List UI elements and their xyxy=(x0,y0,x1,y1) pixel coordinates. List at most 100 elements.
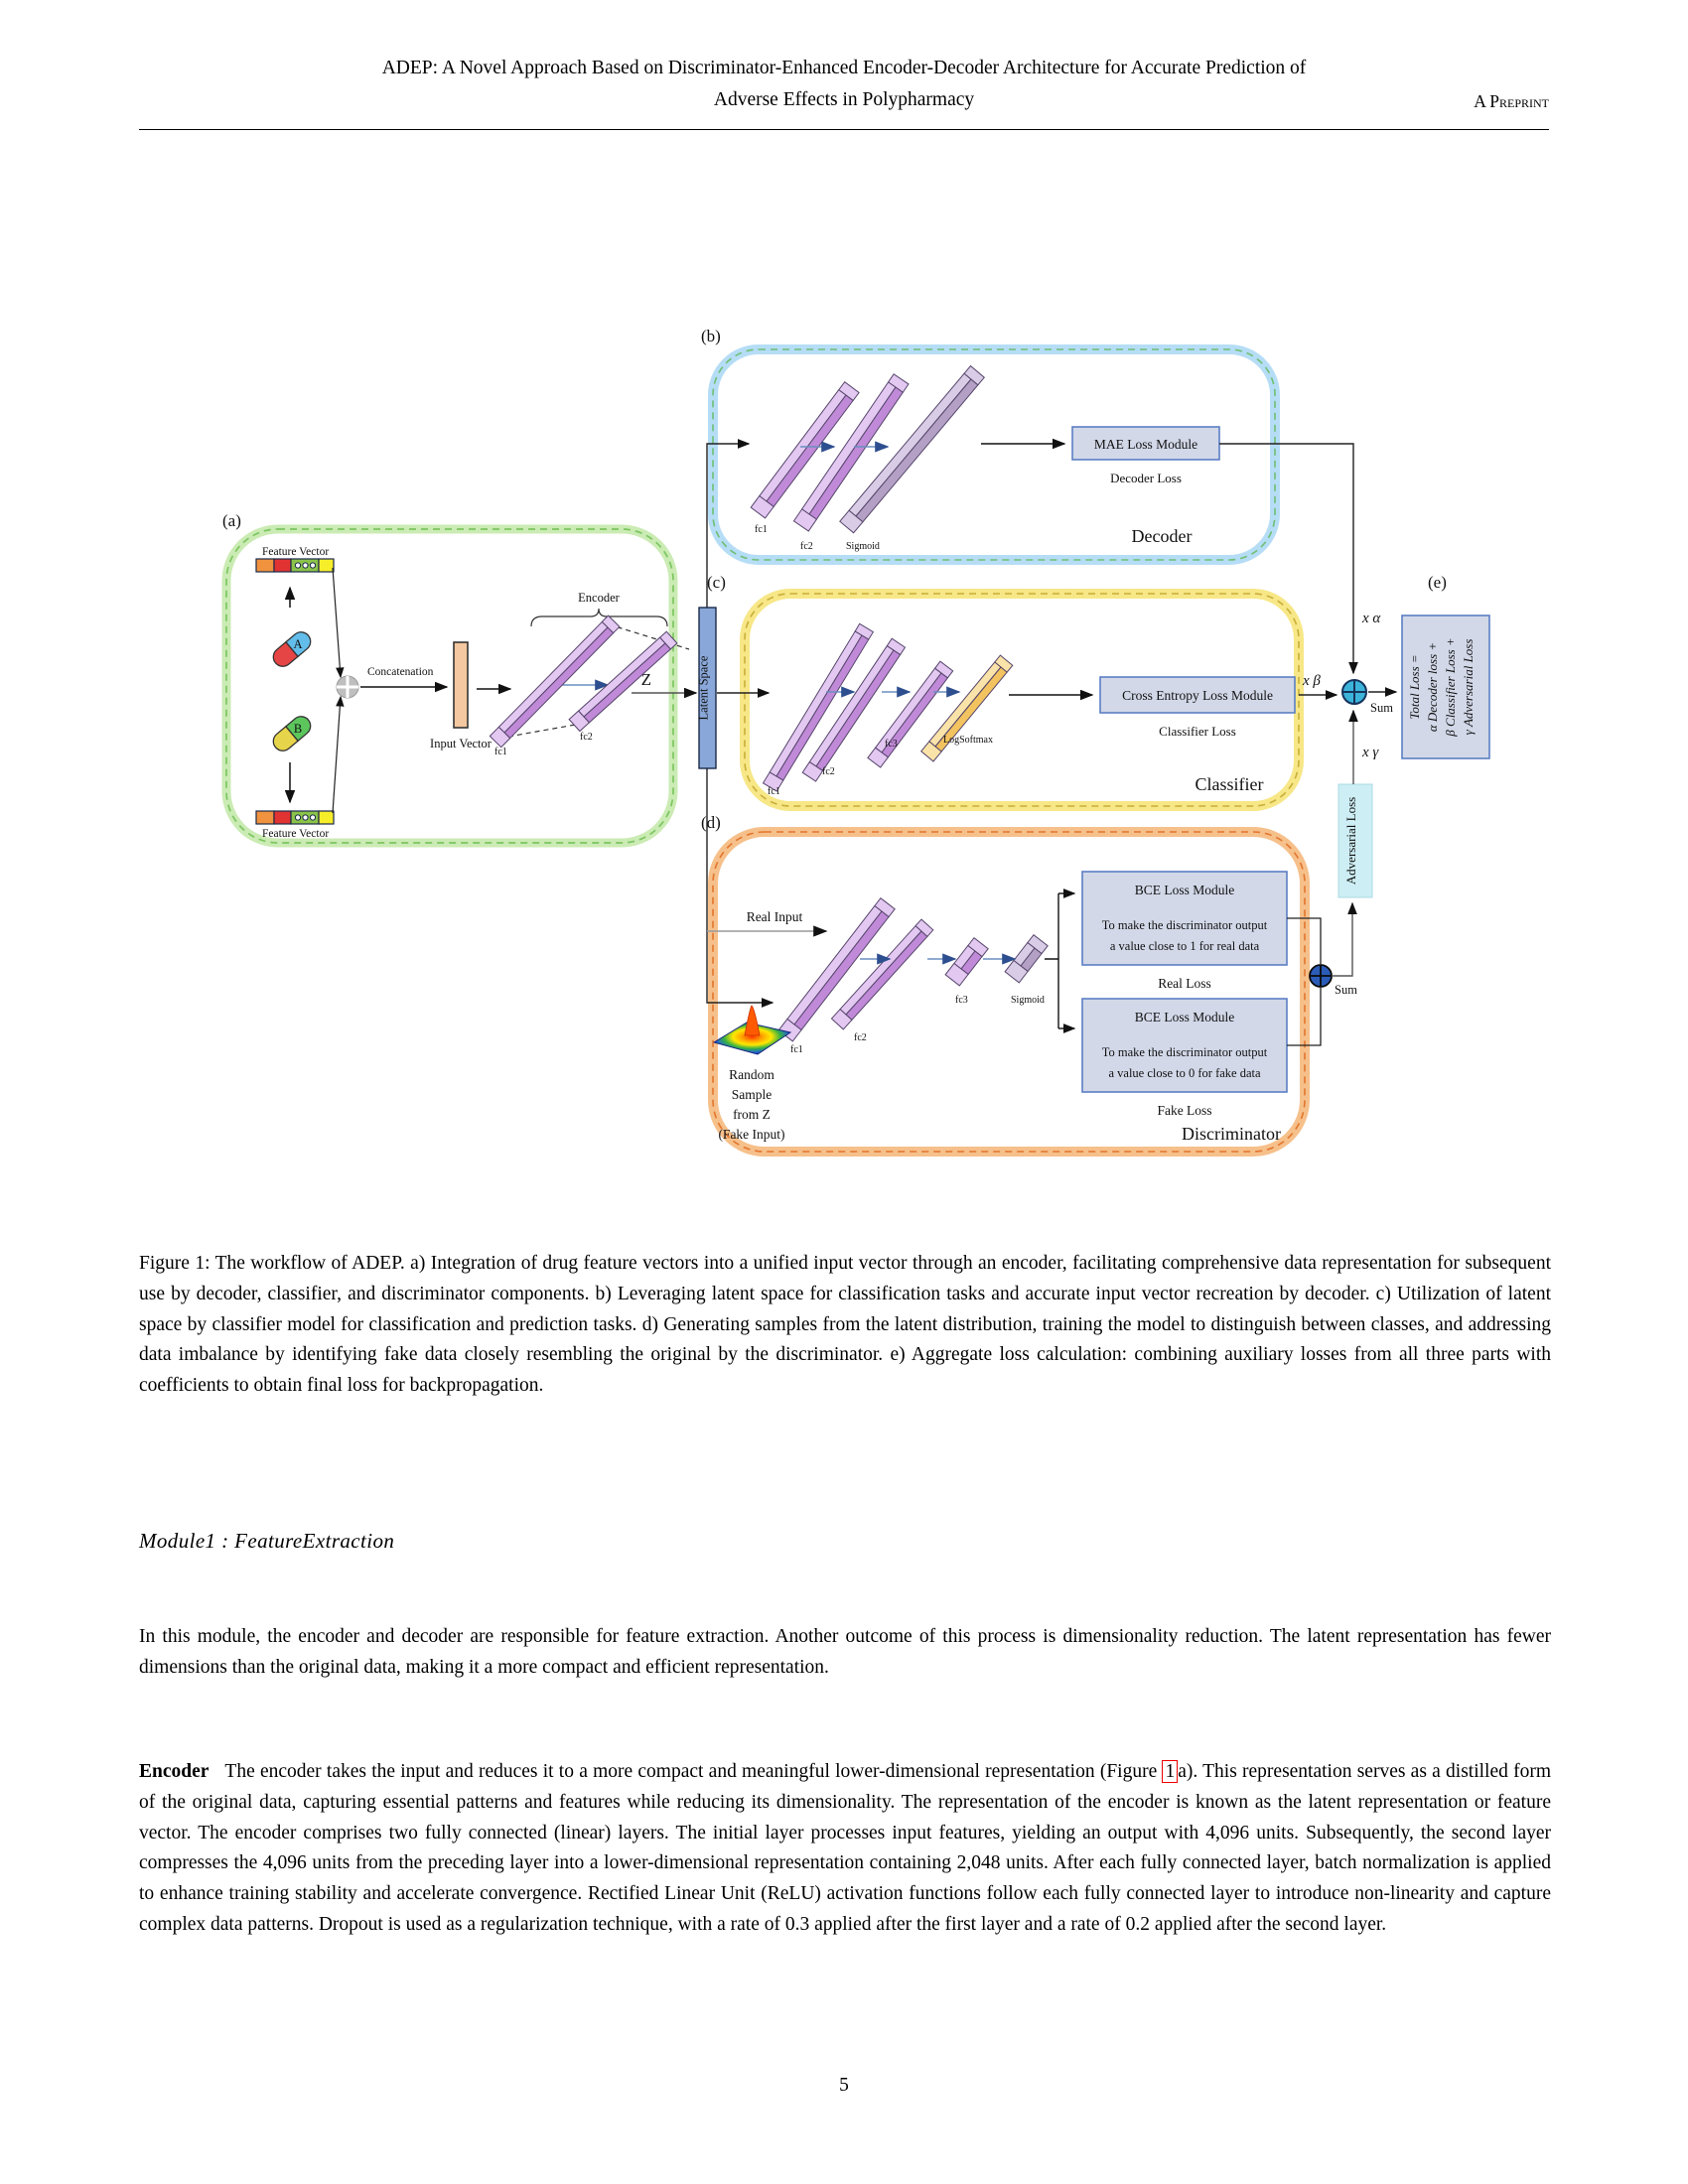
cross-entropy-loss-module-label: Cross Entropy Loss Module xyxy=(1122,688,1273,703)
nn-layer-bar xyxy=(1027,933,1049,955)
feature-vector-top-bar xyxy=(255,558,335,573)
nn-layer-bar xyxy=(489,726,511,749)
encoder-brace xyxy=(530,608,668,627)
random-sample-line1: Random xyxy=(729,1067,774,1082)
header-rule xyxy=(139,129,1549,130)
bce2-line1: To make the discriminator output xyxy=(1102,1045,1268,1059)
total-loss-line4: γ Adversarial Loss xyxy=(1461,639,1476,736)
panel-b-box xyxy=(708,344,1280,565)
decoder-title: Decoder xyxy=(1132,526,1193,546)
discriminator-fc2-label: fc2 xyxy=(854,1032,867,1043)
nn-layer-bar xyxy=(762,771,784,792)
panel-c-box xyxy=(740,589,1304,811)
nn-layer-bar xyxy=(750,494,774,519)
panel-c-label: (c) xyxy=(707,573,726,592)
bce1-to-sum2-line xyxy=(1287,917,1322,964)
nn-layer-bar xyxy=(583,642,672,724)
random-sample-line4: (Fake Input) xyxy=(718,1127,784,1142)
module-1-paragraph: In this module, the encoder and decoder … xyxy=(139,1626,1551,1678)
bce2-to-sum2-line xyxy=(1287,988,1322,1046)
bce-loss-module-real-box xyxy=(1081,871,1288,966)
discriminator-fc3-label: fc3 xyxy=(955,995,968,1006)
nn-layer-bar xyxy=(944,962,969,987)
nn-layer-bar xyxy=(777,1018,802,1042)
random-sample-gaussian-icon xyxy=(712,1005,792,1055)
decoder-loss-label: Decoder Loss xyxy=(1110,471,1182,485)
top-vector-to-concat-line xyxy=(332,567,345,679)
sum1-node xyxy=(1341,679,1367,705)
classifier-fc1-label: fc1 xyxy=(768,786,780,797)
nn-layer-bar xyxy=(568,710,591,733)
encoder-fc1-label: fc1 xyxy=(494,747,507,757)
real-loss-label: Real Loss xyxy=(1158,976,1211,991)
total-loss-line2: α Decoder loss + xyxy=(1425,642,1440,732)
z-label: Z xyxy=(641,670,651,689)
input-vector-bar xyxy=(453,641,469,729)
encoder-fc2-label: fc2 xyxy=(580,732,593,743)
total-loss-line3: β Classifier Loss + xyxy=(1443,637,1458,737)
nn-layer-bar xyxy=(854,622,875,640)
encoder-dashed-line-bottom xyxy=(507,723,582,738)
adversarial-loss-label: Adversarial Loss xyxy=(1343,797,1358,885)
nn-layer-bar xyxy=(855,378,979,523)
panel-d-label: (d) xyxy=(701,813,721,832)
nn-layer-bar xyxy=(919,741,942,762)
latent-space-label: Latent Space xyxy=(697,655,711,720)
panel-e-label: (e) xyxy=(1428,573,1447,592)
latent-space-bar xyxy=(698,607,717,769)
pill-a-letter: A xyxy=(293,637,302,651)
classifier-title: Classifier xyxy=(1196,774,1264,794)
classifier-fc3-label: fc3 xyxy=(885,739,898,750)
sum2-node xyxy=(1309,964,1333,988)
nn-layer-bar xyxy=(839,509,864,534)
input-vector-label: Input Vector xyxy=(430,737,492,751)
network-bars-layer xyxy=(489,364,1049,1042)
bce2-title: BCE Loss Module xyxy=(1135,1010,1235,1024)
classifier-loss-label: Classifier Loss xyxy=(1159,724,1236,739)
bce1-title: BCE Loss Module xyxy=(1135,883,1235,897)
encoder-text-before: The encoder takes the input and reduces … xyxy=(224,1761,1163,1782)
pill-b-letter: B xyxy=(294,722,302,736)
random-sample-line3: from Z xyxy=(733,1107,771,1122)
nn-layer-bar xyxy=(963,364,986,386)
encoder-text-after: a). This representation serves as a dist… xyxy=(139,1761,1551,1935)
discriminator-title: Discriminator xyxy=(1182,1124,1281,1144)
nn-layer-bar xyxy=(1004,959,1029,984)
bce-loss-module-fake-box xyxy=(1081,998,1288,1093)
preprint-badge: A Preprint xyxy=(1474,91,1549,111)
classifier-fc2-label: fc2 xyxy=(822,766,835,777)
nn-layer-bar xyxy=(886,637,907,656)
nn-layer-bar xyxy=(967,936,989,958)
classifier-logsoftmax-label: LogSoftmax xyxy=(943,735,993,746)
x-beta-label: x β xyxy=(1302,673,1321,689)
nn-layer-bar xyxy=(874,896,896,918)
nn-layer-bar xyxy=(792,508,818,532)
paper-title-line2: Adverse Effects in Polypharmacy xyxy=(713,89,975,110)
figure-1-reference-link[interactable]: 1 xyxy=(1162,1760,1179,1783)
discriminator-fc1-label: fc1 xyxy=(790,1044,803,1055)
x-gamma-label: x γ xyxy=(1361,745,1379,760)
discriminator-sigmoid-label: Sigmoid xyxy=(1011,995,1045,1006)
latent-to-fake-input-arrow xyxy=(706,768,774,1008)
nn-layer-bar xyxy=(766,394,854,508)
sum2-to-adversarial-arrow xyxy=(1332,901,1357,977)
nn-layer-bar xyxy=(838,380,860,402)
encoder-label: Encoder xyxy=(578,591,620,605)
total-loss-text: Total Loss = α Decoder loss + β Classifi… xyxy=(1407,637,1476,737)
latent-to-decoder-arrow xyxy=(706,439,751,608)
nn-layer-bar xyxy=(867,747,890,768)
panel-a-box xyxy=(221,524,678,848)
x-alpha-label: x α xyxy=(1361,611,1381,626)
encoder-paragraph: Encoder The encoder takes the input and r… xyxy=(139,1757,1551,1941)
feature-vector-bottom-label: Feature Vector xyxy=(262,828,329,840)
nn-layer-bar xyxy=(808,386,905,520)
figure-1-caption: Figure 1: The workflow of ADEP. a) Integ… xyxy=(139,1253,1551,1397)
bce1-line1: To make the discriminator output xyxy=(1102,918,1268,932)
nn-layer-bar xyxy=(503,626,615,740)
real-input-label: Real Input xyxy=(747,909,803,924)
total-loss-line1: Total Loss = xyxy=(1407,654,1422,719)
encoder-run-in-heading: Encoder xyxy=(139,1761,210,1782)
nn-layer-bar xyxy=(658,630,678,650)
nn-layer-bar xyxy=(933,660,954,679)
